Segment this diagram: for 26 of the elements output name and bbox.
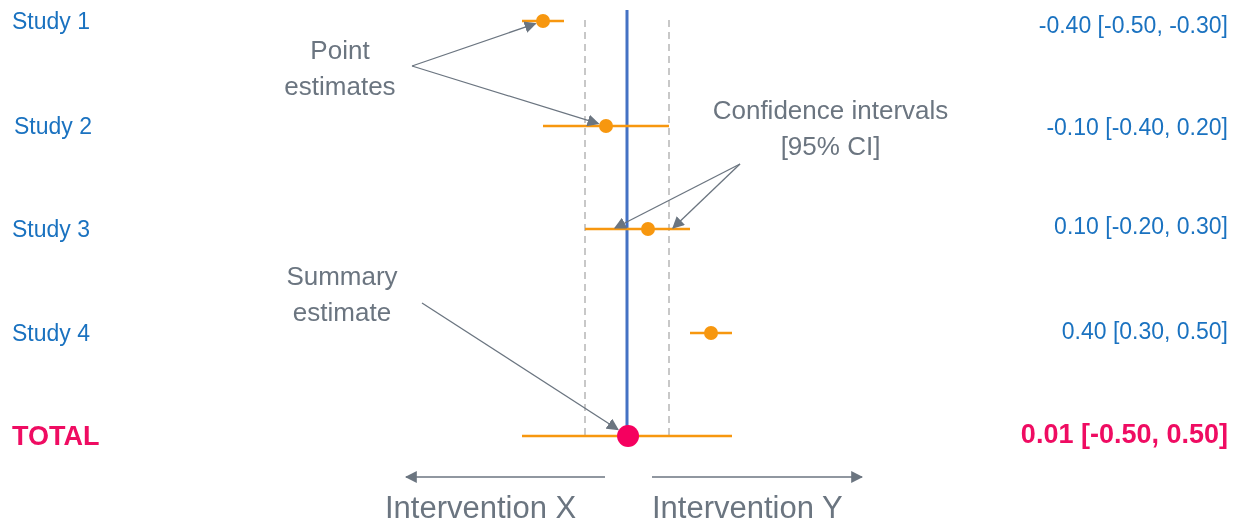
leader-line [411,65,600,127]
leader-line [421,302,619,431]
annotation-text: Point estimates [268,32,412,104]
summary-estimate-marker [617,425,640,447]
study-label: Study 4 [12,320,90,347]
leader-line [672,163,741,229]
study-label: TOTAL [12,421,100,452]
leader-line [613,163,741,229]
study-label: Study 2 [14,113,92,140]
annotation-text: Summary estimate [262,258,422,330]
effect-estimate: 0.01 [-0.50, 0.50] [1020,419,1228,450]
effect-estimate: 0.10 [-0.20, 0.30] [1054,213,1228,240]
point-estimate-marker [599,119,613,133]
point-estimate-marker [536,14,550,28]
point-estimate-marker [641,222,655,236]
point-estimate-marker [704,326,718,340]
study-label: Study 3 [12,216,90,243]
effect-estimate: -0.10 [-0.40, 0.20] [1046,114,1228,141]
annotation-text: Confidence intervals [95% CI] [688,92,973,164]
confidence-interval-line [585,227,690,231]
axis-label: Intervention X [385,490,577,526]
study-label: Study 1 [12,8,90,35]
effect-estimate: 0.40 [0.30, 0.50] [1061,318,1228,345]
axis-label: Intervention Y [652,490,843,526]
leader-line [411,21,537,67]
effect-estimate: -0.40 [-0.50, -0.30] [1038,12,1228,39]
